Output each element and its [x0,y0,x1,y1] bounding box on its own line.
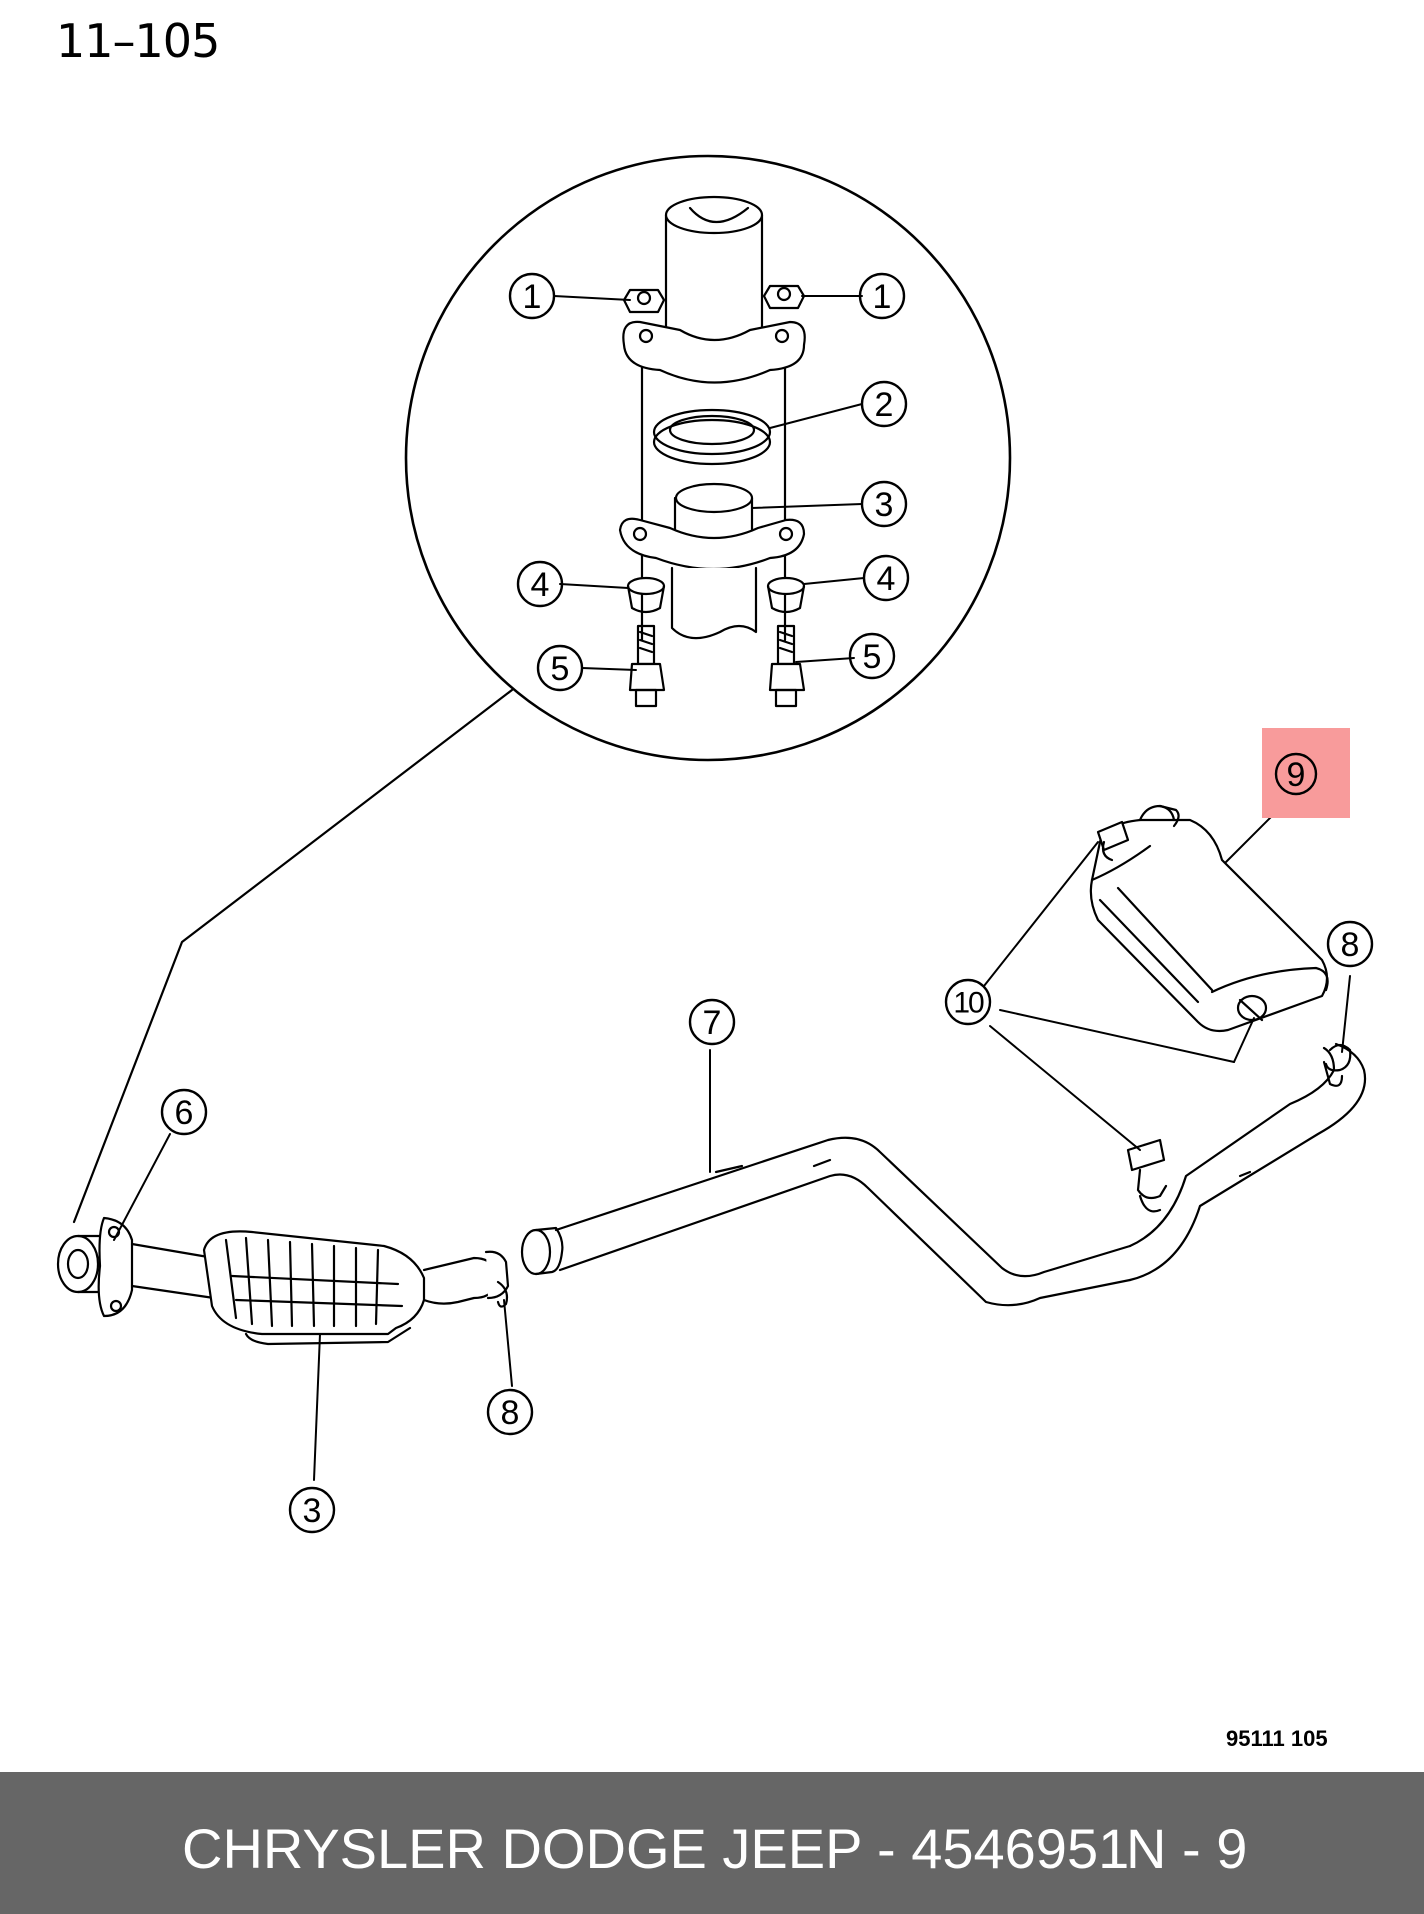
muffler-insulator [1096,820,1130,862]
callout-9: 9 [1287,756,1306,794]
nut-left [622,288,666,314]
catalytic-converter [202,1230,426,1346]
page-reference: 11–105 [56,14,220,68]
callout-circles [160,272,1374,1534]
front-flange [56,1216,134,1318]
callout-3-lower: 3 [303,1492,322,1530]
callout-4-right: 4 [877,560,896,598]
callout-7: 7 [703,1004,722,1042]
spring-washer-right [766,576,806,614]
detail-leader-line [72,688,514,1224]
callout-8-upper: 8 [1341,926,1360,964]
callout-5-left: 5 [551,650,570,688]
callout-10: 10 [953,987,984,1020]
gasket-ring [652,408,772,466]
callout-1-right: 1 [873,278,892,316]
rear-pipe [1128,1042,1367,1282]
callout-6: 6 [175,1094,194,1132]
footer-item-code: N - 9 [1126,1817,1248,1880]
spring-washer-left [626,576,666,614]
muffler [1089,804,1329,1033]
detail-view-circle [404,154,1012,762]
exhaust-system-diagram: 1 1 2 3 4 4 5 5 6 7 8 3 9 8 10 [56,154,1374,1534]
pipe-joint [520,1226,564,1276]
callout-3-detail: 3 [875,486,894,524]
footer-bar: CHRYSLER DODGE JEEP - 4546951 N - 9 [0,1772,1424,1914]
footer-part-text: CHRYSLER DODGE JEEP - 4546951 [182,1817,1130,1880]
intermediate-pipe [554,1136,1132,1307]
nut-right [762,284,806,310]
callout-4-left: 4 [531,566,550,604]
lower-flange [618,482,806,640]
rear-hanger [1126,1138,1168,1213]
clamp-front [484,1250,510,1308]
bolt-right [768,624,806,708]
tail-hanger [1322,1043,1352,1087]
bolt-left [628,624,666,708]
upper-pipe [664,195,764,358]
callout-1-left: 1 [523,278,542,316]
callout-2: 2 [875,386,894,424]
upper-flange [622,320,806,384]
figure-code: 95111 105 [1226,1726,1328,1751]
callout-8-lower: 8 [501,1394,520,1432]
callout-5-right: 5 [863,638,882,676]
